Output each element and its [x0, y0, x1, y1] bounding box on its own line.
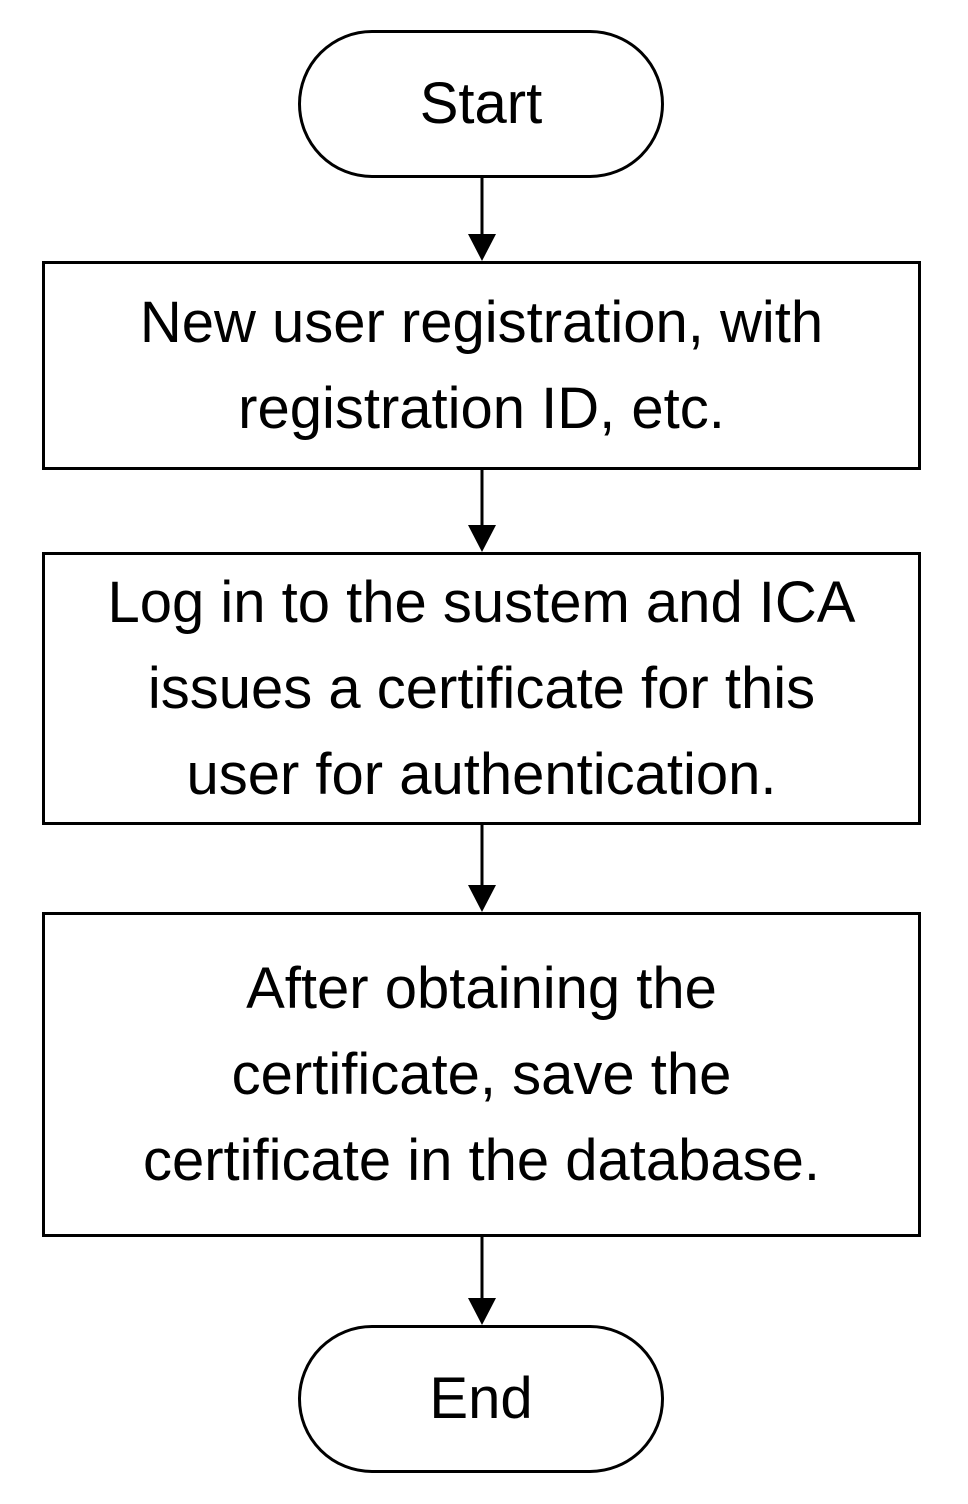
arrow-start-to-step1	[468, 178, 496, 261]
step1-line-2: registration ID, etc.	[238, 375, 725, 441]
step2-line-2: issues a certificate for this	[147, 655, 816, 721]
arrowhead-icon	[468, 885, 496, 912]
step3-line-1: After obtaining the	[246, 955, 717, 1021]
process-step-save-certificate: After obtaining the certificate, save th…	[42, 912, 921, 1237]
end-terminal: End	[298, 1325, 664, 1473]
step2-line-3: user for authentication.	[186, 741, 777, 807]
arrowhead-icon	[468, 1298, 496, 1325]
step3-line-3: certificate in the database.	[142, 1127, 821, 1193]
arrowhead-icon	[468, 525, 496, 552]
end-label: End	[429, 1366, 533, 1431]
step1-line-1: New user registration, with	[139, 289, 824, 355]
arrow-step1-to-step2	[468, 470, 496, 552]
arrowhead-icon	[468, 234, 496, 261]
step3-line-2: certificate, save the	[231, 1041, 732, 1107]
arrow-step2-to-step3	[468, 825, 496, 912]
step2-line-1: Log in to the sustem and ICA	[107, 569, 856, 635]
arrow-step3-to-end	[468, 1237, 496, 1325]
process-step-registration: New user registration, with registration…	[42, 261, 921, 470]
start-label: Start	[419, 71, 543, 136]
process-step-login-certificate: Log in to the sustem and ICA issues a ce…	[42, 552, 921, 825]
start-terminal: Start	[298, 30, 664, 178]
